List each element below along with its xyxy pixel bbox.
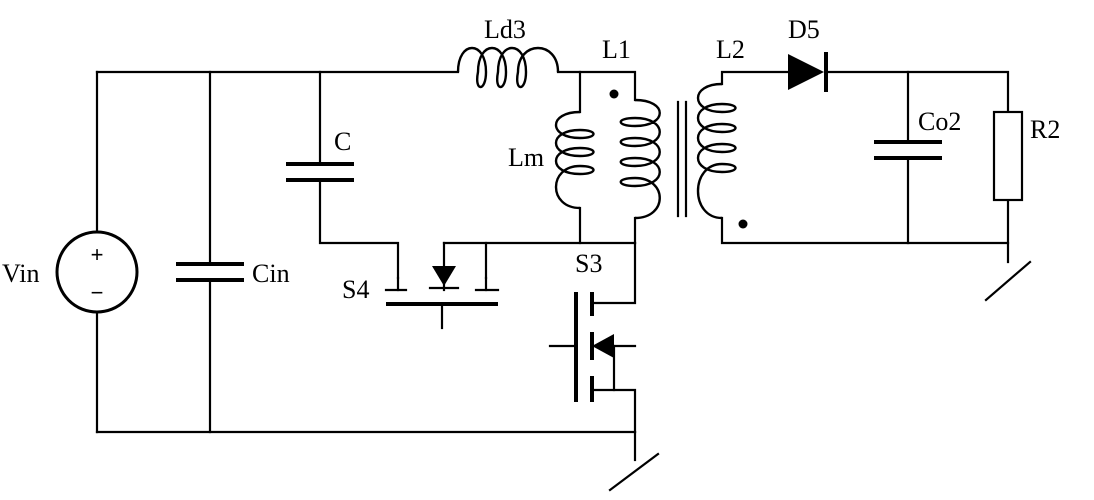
l1-polarity-dot [609, 89, 619, 99]
lm-coil [554, 110, 595, 210]
label-vin: Vin [2, 259, 39, 288]
label-ld3: Ld3 [484, 15, 526, 44]
c-capacitor [286, 162, 354, 182]
ld3-inductor [456, 46, 560, 89]
wire-secondary-bottom [720, 216, 1010, 245]
wire-ld3-to-l1 [556, 70, 582, 114]
l2-coil [696, 82, 737, 220]
wire-d5-out [824, 70, 1010, 114]
wire-l1-top [578, 70, 637, 102]
lm-inductor [554, 110, 595, 210]
r2-body [992, 110, 1024, 202]
s4-body-diode-arrow [432, 266, 456, 286]
wire-s3-drain [590, 241, 637, 305]
co2-capacitor [874, 140, 942, 160]
label-d5: D5 [788, 15, 820, 44]
r2-resistor [992, 110, 1024, 202]
ground-output-icon [984, 260, 1032, 302]
label-l1: L1 [602, 35, 631, 64]
label-r2: R2 [1030, 115, 1060, 144]
ld3-coil [456, 46, 560, 89]
ground-main-icon [608, 452, 660, 492]
d5-triangle [788, 54, 824, 90]
s3-body-arrow [592, 334, 614, 358]
s3-switch [574, 292, 616, 402]
wire-s3-source [590, 388, 637, 434]
vin-source-circle [55, 230, 139, 314]
l2-winding [696, 82, 748, 229]
transformer-core [676, 100, 688, 218]
ground-symbols [608, 260, 1032, 492]
component-labels: Vin Cin C Ld3 L1 Lm L2 D5 Co2 R2 S3 S4 [2, 15, 1060, 304]
label-co2: Co2 [918, 107, 961, 136]
label-c: C [334, 127, 351, 156]
s4-switch [384, 241, 500, 330]
vin-minus-sign: − [91, 280, 104, 305]
l1-winding [609, 89, 661, 220]
cin-capacitor [176, 262, 244, 282]
wire-secondary-top [720, 70, 790, 86]
label-s4: S4 [342, 275, 369, 304]
vin-plus-sign: + [91, 242, 104, 267]
wires [95, 70, 1010, 462]
wire-c-bottom [318, 178, 400, 280]
l2-polarity-dot [738, 219, 748, 229]
label-s3: S3 [575, 249, 602, 278]
label-lm: Lm [508, 143, 544, 172]
label-cin: Cin [252, 259, 290, 288]
l1-coil [619, 98, 661, 220]
vin-source: + − [55, 230, 139, 314]
d5-diode [788, 52, 828, 92]
label-l2: L2 [716, 35, 745, 64]
